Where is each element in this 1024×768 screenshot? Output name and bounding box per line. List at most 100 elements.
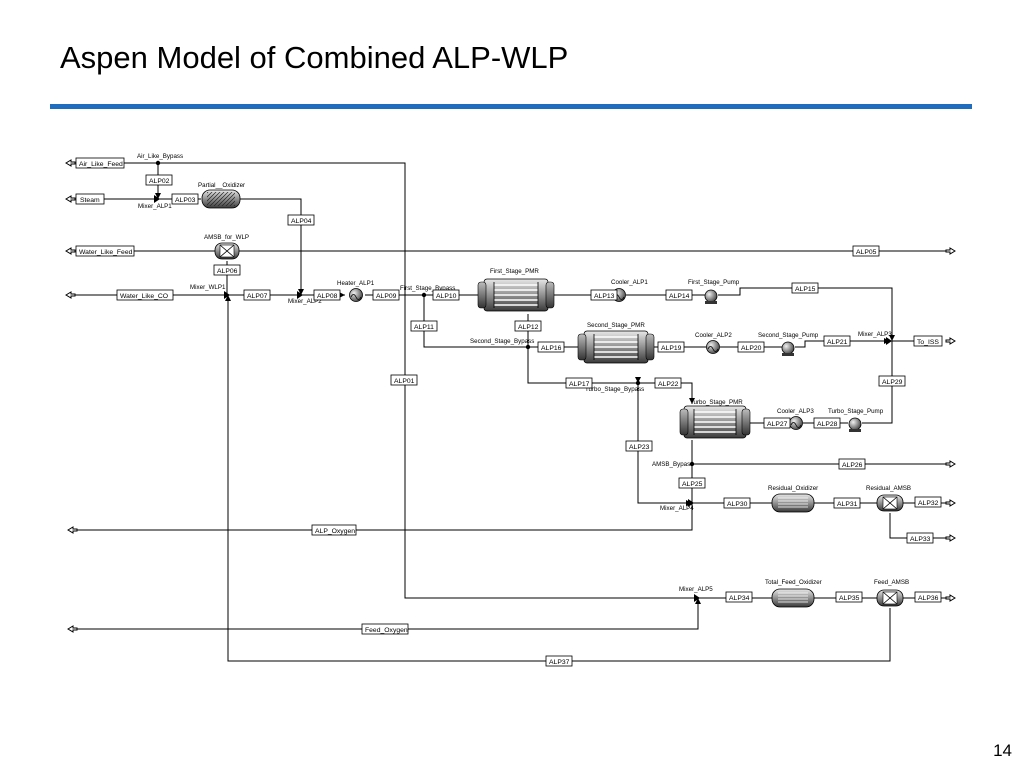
stream-alp36[interactable]: ALP36	[914, 591, 942, 603]
stream-water-like-co[interactable]: Water_Like_CO	[116, 289, 174, 301]
svg-text:ALP04: ALP04	[291, 218, 312, 225]
stream-feed-oxygen[interactable]: Feed_Oxygen	[361, 623, 409, 635]
turbo-stage-pmr-reactor[interactable]	[679, 405, 751, 439]
terminal-arrows	[65, 159, 956, 633]
stream-alp28[interactable]: ALP28	[813, 417, 841, 429]
stream-alp21[interactable]: ALP21	[823, 335, 851, 347]
second-stage-pmr-reactor[interactable]	[577, 330, 655, 364]
stream-alp20[interactable]: ALP20	[737, 341, 765, 353]
svg-text:ALP13: ALP13	[594, 293, 615, 300]
mixer-alp5-label: Mixer_ALP5	[679, 586, 713, 593]
mixer-alp4-label: Mixer_ALP4	[660, 505, 694, 512]
stream-alp31[interactable]: ALP31	[833, 497, 861, 509]
turbo-stage-bypass-splitter[interactable]	[635, 380, 641, 386]
turbo-stage-pump[interactable]	[848, 417, 862, 432]
svg-text:Water_Like_CO: Water_Like_CO	[120, 293, 168, 300]
mixer-alp2-icon[interactable]	[297, 291, 303, 299]
stream-alp15[interactable]: ALP15	[791, 282, 819, 294]
stream-alp35[interactable]: ALP35	[835, 591, 863, 603]
stream-alp37[interactable]: ALP37	[545, 655, 573, 667]
flow-arrows	[155, 193, 895, 604]
mixer-alp3-icon[interactable]	[886, 337, 892, 345]
turbo-stage-pmr-label: Turbo_Stage_PMR	[690, 399, 743, 406]
svg-text:ALP35: ALP35	[839, 595, 860, 602]
svg-text:ALP12: ALP12	[518, 324, 539, 331]
first-stage-pump[interactable]	[704, 289, 718, 304]
stream-alp34[interactable]: ALP34	[725, 591, 753, 603]
residual-amsb-separator[interactable]	[876, 494, 904, 512]
residual-amsb-label: Residual_AMSB	[866, 485, 911, 492]
stream-alp08[interactable]: ALP08	[313, 289, 341, 301]
mixer-alp1-label: Mixer_ALP1	[138, 203, 172, 210]
stream-alp06[interactable]: ALP06	[213, 264, 241, 276]
stream-alp16[interactable]: ALP16	[537, 341, 565, 353]
stream-alp01[interactable]: ALP01	[390, 374, 418, 386]
amsb-for-wlp-label: AMSB_for_WLP	[204, 234, 249, 241]
stream-alp-oxygen[interactable]: ALP_Oxygen	[311, 524, 357, 536]
svg-text:ALP10: ALP10	[436, 293, 457, 300]
stream-alp17[interactable]: ALP17	[565, 377, 593, 389]
air-like-bypass-splitter[interactable]	[155, 160, 161, 166]
mixer-alp1-icon[interactable]	[154, 195, 160, 203]
heater-alp1-exchanger[interactable]	[349, 288, 363, 302]
stream-water-like-feed[interactable]: Water_Like_Feed	[75, 245, 135, 257]
stream-alp04[interactable]: ALP04	[287, 214, 315, 226]
total-feed-oxidizer-vessel[interactable]	[771, 588, 815, 608]
cooler-alp3-exchanger[interactable]	[789, 416, 803, 430]
partial-oxidizer-label: Partial__Oxidizer	[198, 182, 245, 189]
stream-alp07[interactable]: ALP07	[243, 289, 271, 301]
stream-alp05[interactable]: ALP05	[852, 245, 880, 257]
stream-alp02[interactable]: ALP02	[145, 174, 173, 186]
turbo-stage-bypass-label: Turbo_Stage_Bypass	[585, 386, 644, 393]
stream-alp19[interactable]: ALP19	[657, 341, 685, 353]
second-stage-bypass-label: Second_Stage_Bypass	[470, 338, 534, 345]
svg-text:ALP05: ALP05	[856, 249, 877, 256]
stream-alp27[interactable]: ALP27	[763, 417, 791, 429]
stream-alp14[interactable]: ALP14	[665, 289, 693, 301]
stream-alp03[interactable]: ALP03	[171, 193, 199, 205]
feed-amsb-separator[interactable]	[876, 589, 904, 607]
svg-text:ALP14: ALP14	[669, 293, 690, 300]
second-stage-bypass-splitter[interactable]	[525, 344, 531, 350]
stream-alp09[interactable]: ALP09	[372, 289, 400, 301]
svg-text:Feed_Oxygen: Feed_Oxygen	[365, 627, 408, 634]
stream-steam[interactable]: Steam	[75, 193, 105, 205]
svg-text:ALP19: ALP19	[661, 345, 682, 352]
stream-alp22[interactable]: ALP22	[654, 377, 682, 389]
amsb-bypass-splitter[interactable]	[689, 461, 695, 467]
stream-alp23[interactable]: ALP23	[625, 440, 653, 452]
second-stage-pump[interactable]	[781, 341, 795, 356]
stream-alp11[interactable]: ALP11	[410, 320, 438, 332]
svg-text:ALP29: ALP29	[882, 379, 903, 386]
svg-text:ALP03: ALP03	[175, 197, 196, 204]
second-stage-pmr-label: Second_Stage_PMR	[587, 322, 645, 329]
stream-alp29[interactable]: ALP29	[878, 375, 906, 387]
first-stage-bypass-splitter[interactable]	[421, 292, 427, 298]
stream-alp30[interactable]: ALP30	[723, 497, 751, 509]
stream-alp26[interactable]: ALP26	[838, 458, 866, 470]
mixer-wlp1-icon[interactable]	[224, 291, 230, 299]
air-like-bypass-label: Air_Like_Bypass	[137, 153, 183, 160]
cooler-alp2-exchanger[interactable]	[706, 340, 720, 354]
amsb-for-wlp-separator[interactable]	[214, 242, 240, 260]
stream-air-like-feed[interactable]: Air_Like_Feed	[75, 157, 125, 169]
mixer-alp5-icon[interactable]	[694, 594, 700, 602]
stream-alp32[interactable]: ALP32	[914, 496, 942, 508]
cooler-alp2-label: Cooler_ALP2	[695, 332, 732, 339]
svg-text:ALP30: ALP30	[727, 501, 748, 508]
heater-alp1-label: Heater_ALP1	[337, 280, 375, 287]
stream-to-iss[interactable]: To_ISS	[913, 335, 943, 347]
stream-alp12[interactable]: ALP12	[514, 320, 542, 332]
svg-text:ALP08: ALP08	[317, 293, 338, 300]
stream-alp10[interactable]: ALP10	[432, 289, 460, 301]
partial-oxidizer-vessel[interactable]	[201, 189, 241, 209]
mixer-alp4-icon[interactable]	[688, 499, 694, 507]
svg-text:ALP26: ALP26	[842, 462, 863, 469]
residual-oxidizer-vessel[interactable]	[771, 493, 815, 513]
stream-alp33[interactable]: ALP33	[906, 532, 934, 544]
turbo-stage-pump-label: Turbo_Stage_Pump	[828, 408, 884, 415]
first-stage-pmr-reactor[interactable]	[477, 278, 555, 312]
svg-text:ALP32: ALP32	[918, 500, 939, 507]
stream-alp13[interactable]: ALP13	[590, 289, 618, 301]
stream-alp25[interactable]: ALP25	[678, 477, 706, 489]
